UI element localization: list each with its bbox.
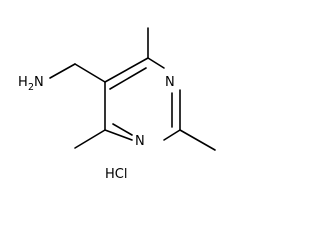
amine-h-label: H: [18, 75, 28, 90]
bond-c5-c4-double-inner: [109, 67, 147, 90]
bond-c6-methyl: [74, 129, 106, 149]
bond-c5-c4-double: [104, 57, 149, 83]
ring-n-lower-label: N: [135, 134, 145, 149]
bond-c6-n1-double-inner: [112, 123, 133, 136]
bond-ch2-nh2: [49, 63, 76, 79]
ring-n-upper-label: N: [165, 75, 175, 90]
bond-c4-n3: [147, 57, 165, 69]
bond-c2-methyl: [179, 129, 216, 151]
bond-c2-n1: [163, 129, 181, 141]
chemical-structure-diagram: H 2 N N N HCl: [18, 27, 216, 182]
bond-n1-c6: [104, 129, 133, 141]
amine-n-label: N: [34, 75, 44, 90]
bond-c5-ch2: [74, 63, 106, 83]
salt-label: HCl: [105, 167, 127, 182]
amine-h-subscript: 2: [28, 82, 34, 93]
